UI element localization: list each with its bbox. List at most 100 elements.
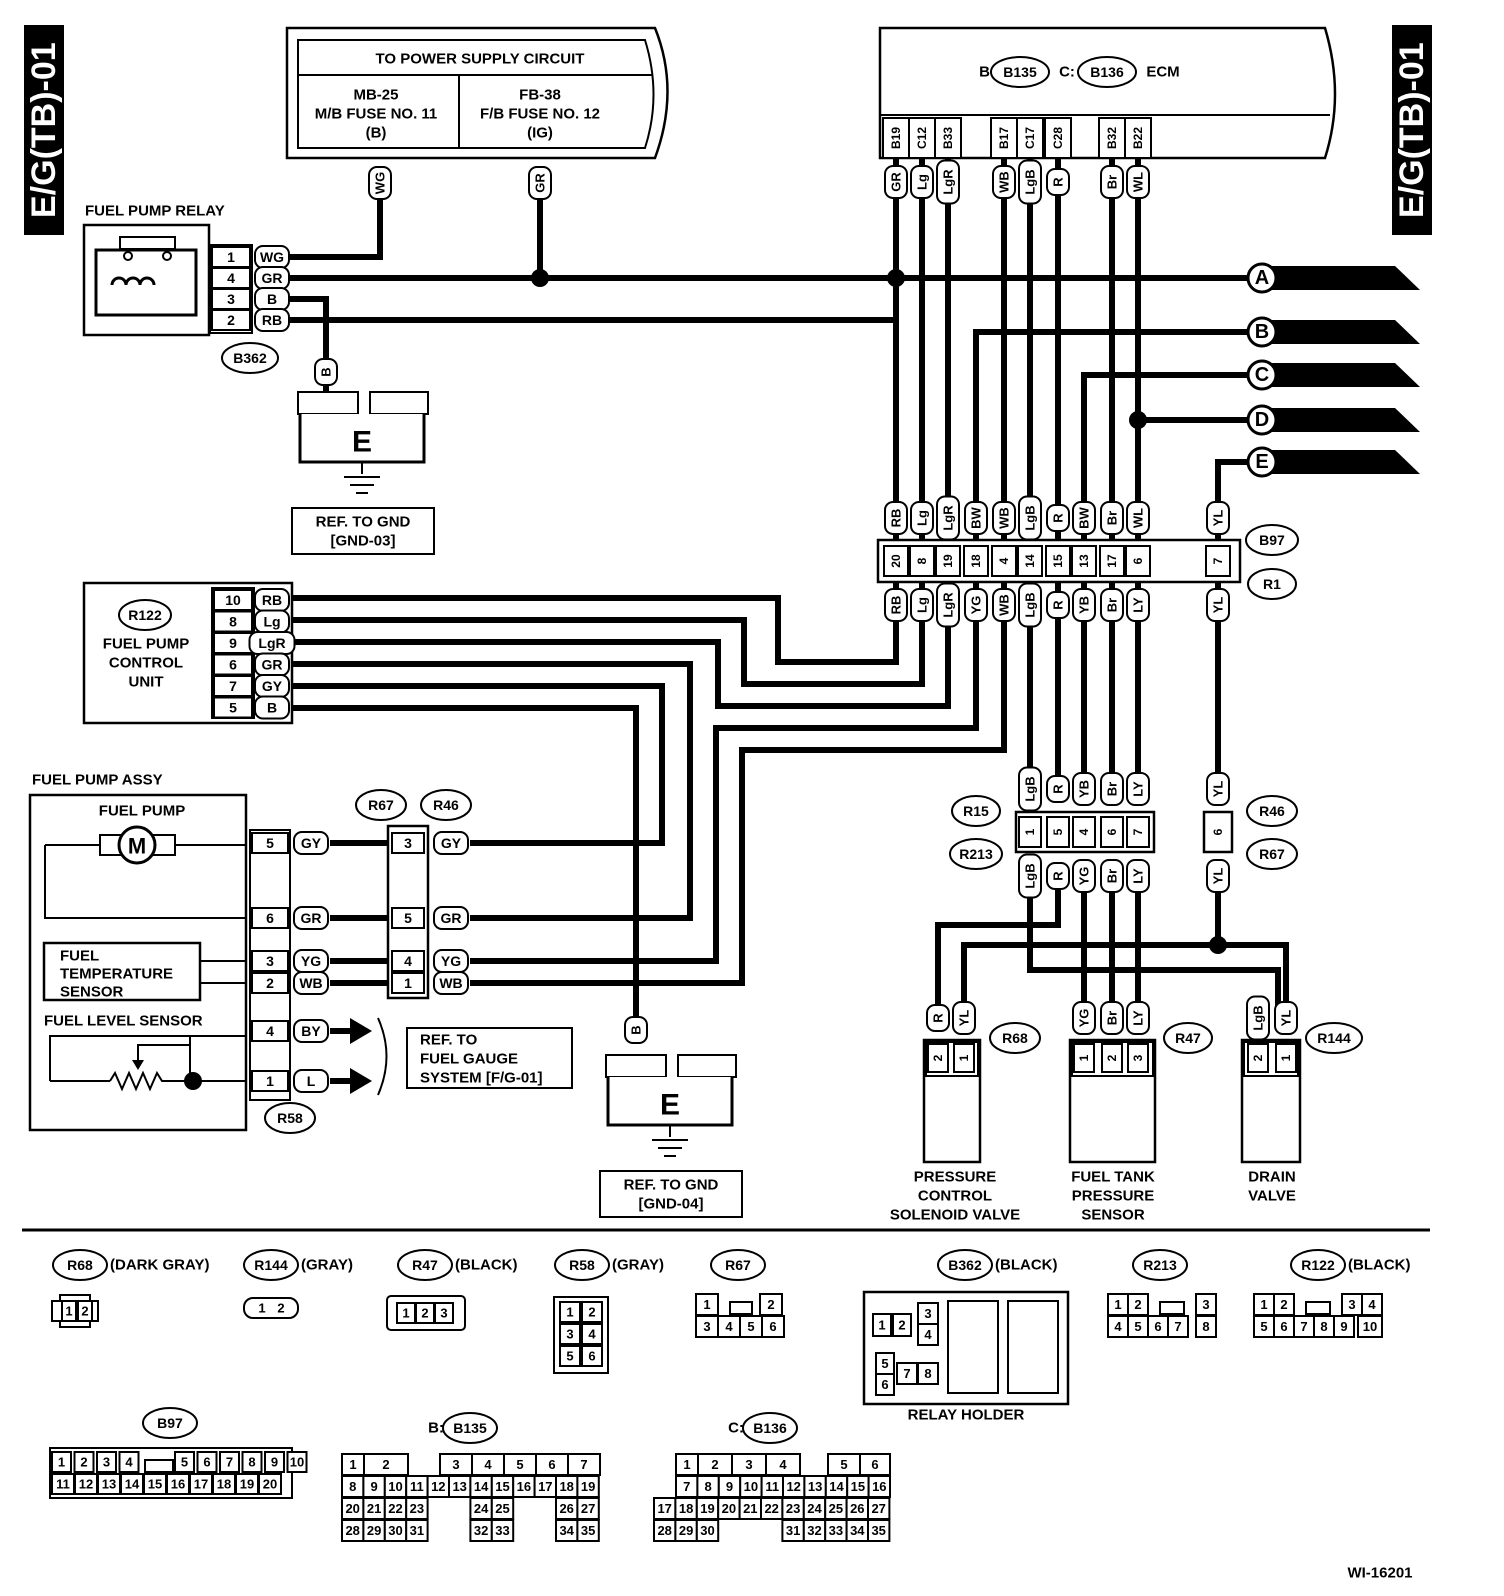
r58-wire-label: WB <box>299 975 322 991</box>
fuel-gauge-ref: REF. TO <box>420 1032 478 1049</box>
pin-number: 12 <box>79 1477 93 1492</box>
pin-number: 16 <box>171 1477 185 1492</box>
r144-wire-label: YL <box>1279 1010 1294 1027</box>
r46-pin: 4 <box>404 953 412 969</box>
pin-number: 6 <box>1154 1319 1161 1334</box>
b97-pin-number: 20 <box>889 554 903 568</box>
latch <box>144 1459 174 1473</box>
legend-r58-color: (GRAY) <box>612 1257 664 1274</box>
pin-number: 9 <box>271 1455 278 1470</box>
offpage-circle <box>1246 316 1278 348</box>
pump-wire <box>44 845 246 919</box>
b97-top-wire: WB <box>997 507 1012 529</box>
pin-number: 29 <box>679 1523 693 1538</box>
pin-cell <box>219 1451 240 1473</box>
ecm-wire-label-box <box>992 165 1016 199</box>
r58-pin: 2 <box>266 975 274 991</box>
b97-top-wire-box <box>1126 501 1150 535</box>
b97-top-wire: BW <box>969 506 984 528</box>
r213-bottom-wire-box <box>1100 859 1124 893</box>
pin-number: 26 <box>850 1501 864 1516</box>
r46-conn-text: R46 <box>433 797 459 813</box>
ground-gnd03-ref: REF. TO GND <box>316 514 411 531</box>
pin-cell <box>391 950 425 972</box>
junction-dot <box>1209 936 1227 954</box>
pin-cell <box>251 1070 289 1092</box>
junction-dot <box>887 269 905 287</box>
pin-number: 3 <box>924 1306 931 1321</box>
pin-cell <box>576 1519 600 1542</box>
pin-cell <box>405 1519 429 1542</box>
pin-cell <box>251 832 289 854</box>
pin-number: 9 <box>1340 1319 1347 1334</box>
b97-pin-number: 19 <box>941 554 955 568</box>
r15-top-wire: LY <box>1131 781 1146 797</box>
pin-number: 7 <box>903 1366 910 1381</box>
fpcu-wire-label: GY <box>262 678 283 694</box>
pin-number: 19 <box>700 1501 714 1516</box>
pin-cell <box>1167 1315 1189 1338</box>
offpage-letter: C <box>1255 364 1269 386</box>
r46-wire-label: GY <box>441 835 462 851</box>
wire-offpage-c <box>1081 372 1255 545</box>
pin-number: 10 <box>744 1479 758 1494</box>
ecm-pin <box>1124 117 1152 159</box>
pin-number: 17 <box>194 1477 208 1492</box>
pin-cell <box>559 1323 581 1345</box>
ecm-pin-label: B32 <box>1105 127 1119 149</box>
legend-b135-prefix: B: <box>428 1420 444 1437</box>
wire-r-r68 <box>935 890 1061 1010</box>
pin-number: 1 <box>349 1457 356 1472</box>
r46-wire-label: GR <box>441 910 462 926</box>
pin-number: 13 <box>808 1479 822 1494</box>
b97-top-wire: R <box>1051 513 1066 523</box>
r58-conn-text: R58 <box>277 1110 303 1126</box>
fpcu-wire-label: RB <box>262 592 282 608</box>
relay-wire-label-box <box>254 308 290 332</box>
latch <box>729 1301 753 1315</box>
pin-number: 3 <box>1202 1297 1209 1312</box>
pin-number: 16 <box>872 1479 886 1494</box>
pin-number: 14 <box>125 1477 140 1492</box>
ground-gnd04-lug <box>605 1054 667 1078</box>
ecm-pin <box>908 117 936 159</box>
r144-conn-text: R144 <box>1317 1030 1351 1046</box>
pin-cell <box>927 1043 949 1073</box>
pin-number: 26 <box>559 1501 573 1516</box>
b97-top-wire: LgR <box>941 505 956 531</box>
r15-pin-number: 4 <box>1077 828 1091 835</box>
legend-r213-oval <box>1132 1249 1188 1281</box>
pin-number: 4 <box>924 1327 932 1342</box>
b97-top-wire-box <box>992 501 1016 535</box>
r68-pin: 2 <box>931 1054 945 1061</box>
r47-label: SENSOR <box>1081 1207 1145 1224</box>
pin-cell <box>1073 1043 1095 1073</box>
pin-number: 8 <box>248 1455 255 1470</box>
b97-bottom-wire-box <box>910 588 934 622</box>
r68-conn-text: R68 <box>1002 1030 1028 1046</box>
ecm-prefix: B: <box>979 64 995 81</box>
pin-number: 8 <box>349 1479 356 1494</box>
offpage-letter: D <box>1255 409 1269 431</box>
wire-yl-r68 <box>961 890 1221 1010</box>
ground-gnd03-lug <box>369 391 429 415</box>
legend-r213-oval-text: R213 <box>1143 1257 1177 1273</box>
r47-wire-label-box <box>1072 1001 1096 1035</box>
r144-housing <box>243 1297 299 1319</box>
b97-pin-number: 13 <box>1077 554 1091 568</box>
pin-cell <box>391 907 425 929</box>
pin-number: 2 <box>277 1301 284 1316</box>
pin-cell <box>286 1451 308 1473</box>
legend-r67-oval <box>710 1249 766 1281</box>
fpcu-wire-label: GR <box>262 657 283 673</box>
ecm-pin <box>1098 117 1126 159</box>
ground-gnd03-ref-box <box>291 507 435 555</box>
pin-number: 5 <box>747 1319 754 1334</box>
pin-cell <box>761 1315 785 1338</box>
pin-number: 2 <box>81 1304 88 1319</box>
pin-number: 10 <box>1363 1319 1377 1334</box>
latch <box>1159 1301 1185 1315</box>
pin-number: 1 <box>402 1306 409 1321</box>
pin-number: 23 <box>410 1501 424 1516</box>
r47-label: PRESSURE <box>1072 1188 1155 1205</box>
